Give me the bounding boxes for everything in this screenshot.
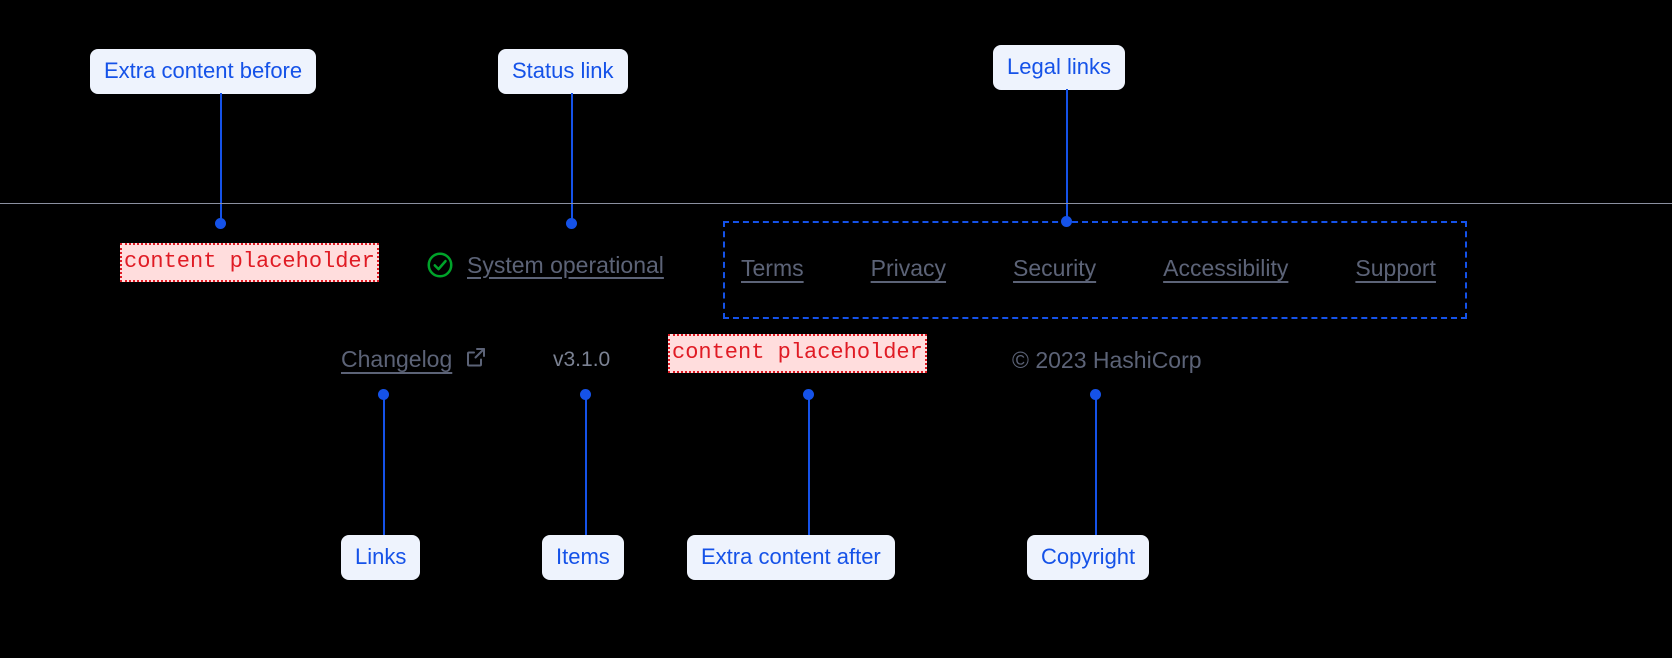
status-link[interactable]: System operational (425, 250, 664, 280)
callout-extra-content-before: Extra content before (90, 49, 317, 94)
leader-line-status-link (571, 93, 573, 224)
leader-line-legal-links (1066, 89, 1068, 222)
legal-links: Terms Privacy Security Accessibility Sup… (741, 255, 1436, 282)
status-link-label: System operational (467, 251, 664, 278)
legal-link-privacy[interactable]: Privacy (870, 255, 947, 281)
copyright-text: © 2023 HashiCorp (1012, 347, 1202, 373)
check-circle-icon (425, 250, 455, 280)
legal-link-accessibility[interactable]: Accessibility (1163, 255, 1289, 281)
legal-link-terms[interactable]: Terms (741, 255, 804, 281)
version-label: v3.1.0 (553, 348, 611, 371)
external-link-icon (464, 345, 488, 374)
changelog-link[interactable]: Changelog (341, 345, 488, 374)
leader-line-extra-content-before (220, 93, 222, 224)
legal-links-highlight-box (723, 221, 1467, 319)
callout-extra-content-after: Extra content after (687, 535, 895, 580)
changelog-label: Changelog (341, 346, 453, 372)
callout-status-link: Status link (498, 49, 628, 94)
extra-content-after-placeholder: content placeholder (668, 334, 927, 374)
callout-copyright: Copyright (1027, 535, 1150, 580)
footer-top-divider (0, 203, 1672, 204)
legal-link-security[interactable]: Security (1013, 255, 1097, 281)
callout-links: Links (341, 535, 421, 580)
extra-content-before-placeholder: content placeholder (120, 243, 379, 283)
pin-extra-content-before (215, 218, 226, 229)
legal-link-support[interactable]: Support (1355, 255, 1436, 281)
leader-line-items (585, 394, 587, 535)
pin-status-link (566, 218, 577, 229)
callout-legal-links: Legal links (993, 45, 1125, 90)
leader-line-links (383, 394, 385, 535)
callout-items: Items (542, 535, 624, 580)
leader-line-copyright (1095, 394, 1097, 535)
leader-line-extra-content-after (808, 394, 810, 535)
